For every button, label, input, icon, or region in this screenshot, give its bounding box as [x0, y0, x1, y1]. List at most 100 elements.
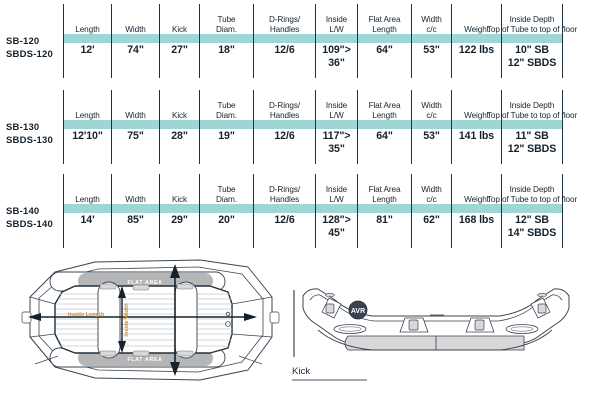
column-header-line1: Inside	[325, 15, 348, 25]
column-header-line2: Width	[125, 110, 146, 120]
spec-value-line1: 109">	[322, 44, 351, 56]
column-header: Width c/c	[412, 185, 451, 204]
spec-column: Inside Depth Top of Tube to top of floor…	[487, 4, 577, 78]
column-header: Inside Depth Top of Tube to top of floor	[467, 185, 597, 204]
column-header-line2: Length	[75, 24, 100, 34]
column-header-line2: Handles	[269, 24, 300, 34]
raft-diagram-svg: FLAT AREA FLAT AREA	[21, 259, 570, 381]
column-header: Inside Depth Top of Tube to top of floor	[467, 15, 597, 34]
spec-value-line1: 128">	[322, 214, 351, 226]
spec-value: 122 lbs	[452, 44, 501, 57]
spec-value: 75"	[112, 130, 159, 143]
column-header-line1: Tube	[217, 185, 236, 195]
column-header-line2: c/c	[426, 110, 437, 120]
spec-column: D-Rings/ Handles 12/6	[253, 90, 315, 164]
spec-column: Tube Diam. 20"	[199, 174, 253, 248]
spec-value: 64"	[358, 130, 411, 143]
spec-value-line1: 53"	[423, 130, 440, 142]
spec-value-line1: 64"	[376, 130, 393, 142]
spec-value-line1: 141 lbs	[458, 130, 495, 142]
spec-value-line1: 14'	[80, 214, 95, 226]
column-header: Length	[64, 195, 111, 204]
column-header-line2: Top of Tube to top of floor	[486, 24, 578, 34]
spec-column: D-Rings/ Handles 12/6	[253, 174, 315, 248]
kick-label: Kick	[292, 366, 310, 377]
spec-value-line2: 36"	[328, 57, 345, 69]
raft-diagram: FLAT AREA FLAT AREA	[0, 252, 600, 400]
d-ring-tabs	[99, 283, 194, 357]
column-header-line2: Handles	[269, 194, 300, 204]
column-header: Tube Diam.	[200, 101, 253, 120]
column-header-line2: Width	[125, 194, 146, 204]
spec-value: 64"	[358, 44, 411, 57]
column-header: Kick	[160, 195, 199, 204]
spec-column: Tube Diam. 19"	[199, 90, 253, 164]
spec-value: 81"	[358, 214, 411, 227]
spec-value-line1: 12" SB	[515, 214, 549, 226]
spec-column: Kick 28"	[159, 90, 199, 164]
spec-value: 12/6	[254, 130, 315, 143]
model-name-line2: SBDS-140	[6, 218, 54, 230]
column-header: D-Rings/ Handles	[254, 185, 315, 204]
spec-columns: Length 12'10" Width 75"	[63, 90, 577, 164]
column-header-line1: Width	[421, 101, 442, 111]
column-header-line2: Length	[75, 110, 100, 120]
top-view-thwart-left	[97, 281, 121, 359]
spec-column: Width c/c 53"	[411, 90, 451, 164]
column-header: Flat Area Length	[358, 101, 411, 120]
column-header-line2: L/W	[329, 194, 344, 204]
side-view-floor-band	[344, 335, 525, 351]
spec-value-line1: 85"	[127, 214, 144, 226]
spec-value-line1: 10" SB	[515, 44, 549, 56]
column-header-line2: Length	[75, 194, 100, 204]
spec-value: 11" SB 12" SBDS	[502, 130, 562, 156]
spec-value-line2: 12" SBDS	[507, 143, 557, 155]
spec-value: 74"	[112, 44, 159, 57]
column-header: D-Rings/ Handles	[254, 15, 315, 34]
column-header: Kick	[160, 25, 199, 34]
floor-ribbing	[56, 293, 232, 347]
side-view-tube-contour	[309, 294, 563, 322]
spec-value: 27"	[160, 44, 199, 57]
column-header-line2: Length	[372, 194, 397, 204]
side-view-end-dring	[325, 303, 547, 314]
spec-column: Width c/c 62"	[411, 174, 451, 248]
column-header-line1: Width	[421, 185, 442, 195]
inside-width-arrow-bottom	[118, 341, 126, 353]
top-view-floor-panel	[54, 285, 233, 354]
spec-value: 117"> 35"	[316, 130, 357, 156]
column-header: Tube Diam.	[200, 185, 253, 204]
spec-value-line1: 20"	[218, 214, 235, 226]
spec-value-line1: 168 lbs	[458, 214, 495, 226]
spec-column: Weight 141 lbs	[451, 90, 501, 164]
column-header: Inside L/W	[316, 15, 357, 34]
spec-table-block: SB-140 SBDS-140 Length 14' Width	[0, 174, 600, 248]
model-name-line2: SBDS-120	[6, 48, 54, 60]
side-view-grab-handle-inner	[338, 326, 534, 332]
column-header-line2: Length	[372, 110, 397, 120]
spec-column: Inside L/W 117"> 35"	[315, 90, 357, 164]
column-header-line2: Width	[125, 24, 146, 34]
column-header-line1: Inside Depth	[509, 15, 555, 25]
column-header: Inside L/W	[316, 185, 357, 204]
spec-value: 12" SB 14" SBDS	[502, 214, 562, 240]
spec-value: 14'	[64, 214, 111, 227]
handle-tabs	[21, 311, 280, 324]
column-header: Flat Area Length	[358, 15, 411, 34]
spec-column: Width 74"	[111, 4, 159, 78]
column-header: Length	[64, 25, 111, 34]
spec-column: Flat Area Length 81"	[357, 174, 411, 248]
model-name-cell: SB-140 SBDS-140	[6, 206, 84, 231]
raft-top-view: FLAT AREA FLAT AREA	[21, 259, 280, 381]
spec-value: 12'	[64, 44, 111, 57]
spec-value-line1: 12/6	[274, 44, 295, 56]
spec-value-line1: 75"	[127, 130, 144, 142]
flat-area-label-bottom: FLAT AREA	[127, 357, 162, 363]
spec-value-line2: 12" SBDS	[507, 57, 557, 69]
model-name-line2: SBDS-130	[6, 134, 54, 146]
column-header-line2: Weight	[464, 110, 489, 120]
column-header-line2: Handles	[269, 110, 300, 120]
model-name-line1: SB-140	[6, 206, 40, 217]
spec-value-line1: 28"	[171, 130, 188, 142]
side-view-hull-bottom	[317, 329, 553, 351]
